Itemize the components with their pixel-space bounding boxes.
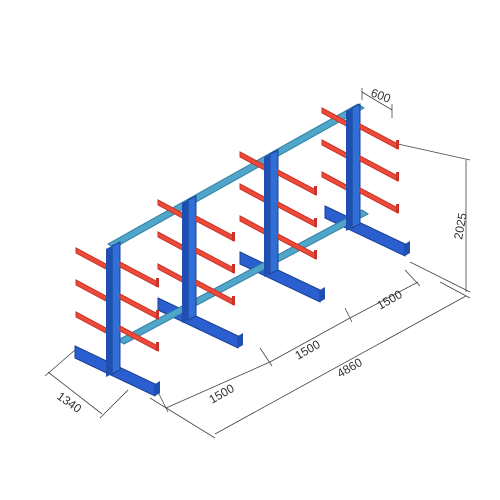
- upright-4: [351, 103, 361, 229]
- upright-2: [187, 195, 197, 321]
- dimension-lines: [44, 88, 471, 439]
- arm-end-stops: [156, 140, 399, 351]
- dim-arm-length: 600: [369, 86, 393, 106]
- front-arms: [119, 123, 399, 352]
- dim-height: 2025: [451, 211, 469, 240]
- base-foot-2: [157, 297, 239, 349]
- dim-base-depth: 1340: [54, 389, 84, 416]
- lower-brace: [117, 209, 369, 345]
- upright-1: [111, 241, 121, 375]
- back-arms: [75, 107, 353, 334]
- upright-3: [269, 149, 279, 275]
- dim-bay-1: 1500: [207, 381, 237, 407]
- uprights: [106, 103, 361, 377]
- dim-total-length: 4860: [335, 355, 365, 381]
- dim-bay-2: 1500: [293, 337, 323, 363]
- dim-bay-3: 1500: [375, 287, 405, 313]
